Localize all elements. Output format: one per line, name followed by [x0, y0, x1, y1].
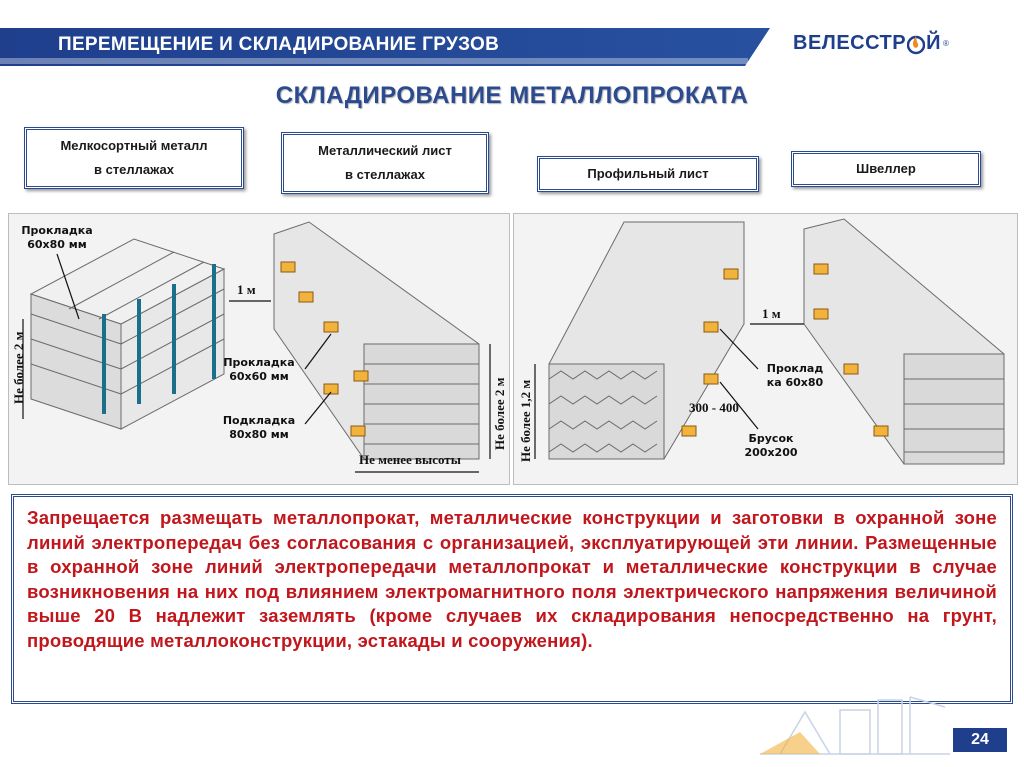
label-metal-sheet: Металлический лист в стеллажах — [281, 132, 489, 194]
label-small-metal-line2: в стеллажах — [93, 162, 174, 177]
label-channel-text: Швеллер — [856, 161, 916, 176]
channel-drawing — [803, 218, 1005, 465]
dimension-height-rack: Не более 2 м — [11, 331, 26, 404]
page-number: 24 — [953, 728, 1007, 752]
annotation-pad-right-line2: ка 60х80 — [766, 376, 824, 389]
building-sketch-decoration — [760, 696, 950, 755]
annotation-pad-60x80-line2: 60х80 мм — [27, 238, 87, 251]
leader-lines-right — [534, 323, 804, 459]
dimension-gap: 300 - 400 — [689, 400, 739, 415]
dimension-height-profile: Не более 1,2 м — [518, 379, 533, 462]
logo-registered-mark: ® — [942, 39, 949, 48]
annotation-base-80x80-line2: 80х80 мм — [229, 428, 289, 441]
annotation-beam: Брусок 200х200 — [736, 432, 806, 460]
dimension-min-width: Не менее высоты — [359, 452, 461, 467]
annotation-pad-60x60-line1: Прокладка — [223, 356, 295, 369]
header: ПЕРЕМЕЩЕНИЕ И СКЛАДИРОВАНИЕ ГРУЗОВ ВЕЛЕС… — [0, 28, 1024, 66]
logo-text-part2: Й — [926, 32, 941, 54]
figure-profile-and-channel: 1 м 300 - 400 Не более 1,2 м Проклад ка … — [513, 213, 1018, 485]
label-profile-sheet-text: Профильный лист — [587, 166, 709, 181]
leader-lines — [22, 253, 491, 473]
label-profile-sheet: Профильный лист — [537, 156, 759, 192]
profile-sheet-drawing — [548, 221, 745, 460]
warning-box: Запрещается размещать металлопрокат, мет… — [11, 494, 1013, 704]
company-logo: ВЕЛЕССТР Й ® — [793, 32, 949, 55]
label-small-metal: Мелкосортный металл в стеллажах — [24, 127, 244, 189]
header-title: ПЕРЕМЕЩЕНИЕ И СКЛАДИРОВАНИЕ ГРУЗОВ — [58, 34, 500, 55]
warning-text: Запрещается размещать металлопрокат, мет… — [27, 507, 997, 651]
dimension-height-sheets: Не более 2 м — [492, 377, 507, 450]
profile-channel-illustration — [534, 218, 1005, 465]
wood-pads-right — [681, 263, 889, 437]
logo-drop-icon — [907, 35, 926, 54]
slide-subtitle: СКЛАДИРОВАНИЕ МЕТАЛЛОПРОКАТА — [275, 82, 749, 109]
label-metal-sheet-line1: Металлический лист — [318, 143, 452, 158]
annotation-beam-line1: Брусок — [748, 432, 794, 445]
rack-posts — [102, 264, 216, 414]
annotation-base-80x80: Подкладка 80х80 мм — [217, 414, 301, 442]
annotation-pad-60x80-line1: Прокладка — [21, 224, 93, 237]
label-small-metal-line1: Мелкосортный металл — [60, 138, 208, 153]
wood-pads — [280, 261, 369, 437]
rack-drawing — [29, 238, 226, 430]
header-band — [0, 28, 770, 66]
annotation-pad-60x60: Прокладка 60х60 мм — [217, 356, 301, 384]
label-channel: Швеллер — [791, 151, 981, 187]
rack-sheet-illustration — [22, 221, 491, 473]
logo-text-part1: ВЕЛЕССТР — [793, 32, 907, 54]
header-stripe — [0, 58, 748, 64]
annotation-pad-60x60-line2: 60х60 мм — [229, 370, 289, 383]
label-metal-sheet-line2: в стеллажах — [344, 167, 425, 182]
annotation-pad-right-line1: Проклад — [766, 362, 824, 375]
dimension-distance-left: 1 м — [237, 282, 256, 297]
dimension-distance-right: 1 м — [762, 306, 781, 321]
annotation-beam-line2: 200х200 — [744, 446, 798, 459]
annotation-base-80x80-line1: Подкладка — [222, 414, 296, 427]
annotation-pad-right: Проклад ка 60х80 — [760, 362, 830, 390]
annotation-pad-60x80: Прокладка 60х80 мм — [17, 224, 97, 252]
figure-rack-and-sheet: Прокладка 60х80 мм Прокладка 60х60 мм По… — [8, 213, 510, 485]
